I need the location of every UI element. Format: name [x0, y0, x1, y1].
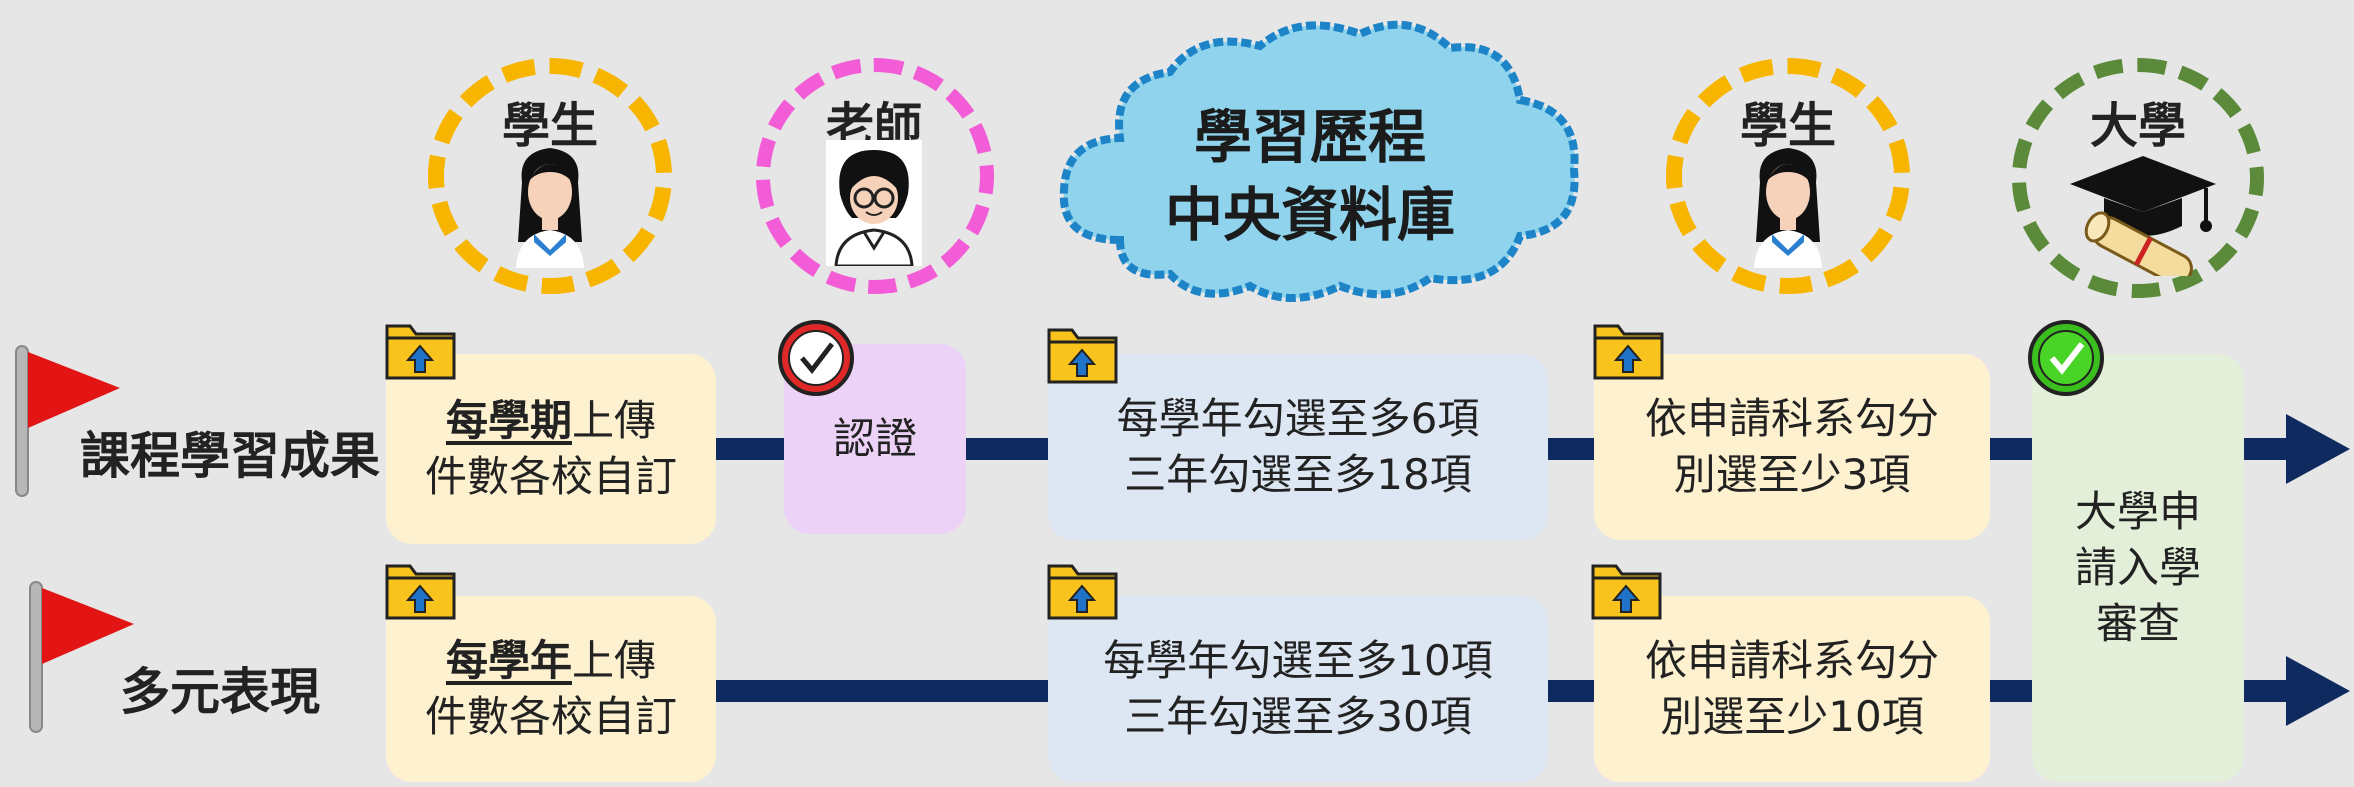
course-select-line1: 每學年勾選至多6項: [1116, 394, 1480, 443]
diverse-select-line1: 每學年勾選至多10項: [1103, 636, 1493, 685]
diverse-upload-action: 上傳: [571, 636, 656, 685]
diverse-apply-box: 依申請科系勾分 別選至少10項: [1594, 596, 1990, 782]
folder-upload-icon: [1047, 328, 1118, 384]
course-apply-line2: 別選至少3項: [1673, 450, 1911, 499]
folder-upload-icon: [385, 324, 456, 380]
student-label-2: 學生: [1739, 98, 1836, 154]
course-upload-box: 每學期上傳 件數各校自訂: [386, 354, 716, 544]
diverse-apply-line1: 依申請科系勾分: [1644, 636, 1939, 685]
course-flag-icon: [15, 345, 120, 497]
student-avatar-icon-2: [1754, 148, 1822, 268]
review-line2: 請入學: [2074, 543, 2201, 592]
folder-upload-icon: [385, 564, 456, 620]
university-review-box: 大學申 請入學 審查: [2032, 354, 2244, 782]
course-apply-line1: 依申請科系勾分: [1644, 394, 1939, 443]
cloud-title-line1: 學習歷程: [1193, 103, 1426, 171]
diverse-arrow-icon: [2240, 656, 2350, 726]
diverse-select-line2: 三年勾選至多30項: [1124, 692, 1472, 741]
teacher-avatar-icon: [826, 140, 922, 266]
folder-upload-icon: [1593, 324, 1664, 380]
diverse-row-label: 多元表現: [120, 663, 320, 721]
cloud-database-icon: [1059, 20, 1579, 302]
diverse-upload-period: 每學年: [445, 636, 572, 685]
course-upload-count: 件數各校自訂: [424, 452, 677, 501]
diverse-upload-count: 件數各校自訂: [424, 692, 677, 741]
course-upload-period: 每學期: [445, 396, 572, 445]
course-upload-action: 上傳: [571, 396, 656, 445]
review-line3: 審查: [2095, 599, 2180, 648]
certify-check-icon: [778, 320, 854, 396]
student-avatar-icon: [516, 148, 584, 268]
course-select-line2: 三年勾選至多18項: [1124, 450, 1472, 499]
student-label-1: 學生: [501, 98, 598, 154]
cloud-title-line2: 中央資料庫: [1164, 181, 1455, 249]
course-select-box: 每學年勾選至多6項 三年勾選至多18項: [1048, 354, 1548, 540]
diverse-apply-line2: 別選至少10項: [1660, 692, 1924, 741]
course-arrow-icon: [2240, 414, 2350, 484]
folder-upload-icon: [1047, 564, 1118, 620]
university-label: 大學: [2089, 98, 2186, 154]
diverse-upload-box: 每學年上傳 件數各校自訂: [386, 596, 716, 782]
course-apply-box: 依申請科系勾分 別選至少3項: [1594, 354, 1990, 540]
diverse-select-box: 每學年勾選至多10項 三年勾選至多30項: [1048, 596, 1548, 782]
diverse-flag-icon: [29, 581, 134, 733]
graduation-cap-icon: [2070, 156, 2216, 276]
course-row-label: 課程學習成果: [80, 427, 380, 485]
folder-upload-icon: [1591, 564, 1662, 620]
course-certify-text: 認證: [832, 414, 917, 463]
review-line1: 大學申: [2074, 487, 2201, 536]
approve-check-icon: [2028, 320, 2104, 396]
